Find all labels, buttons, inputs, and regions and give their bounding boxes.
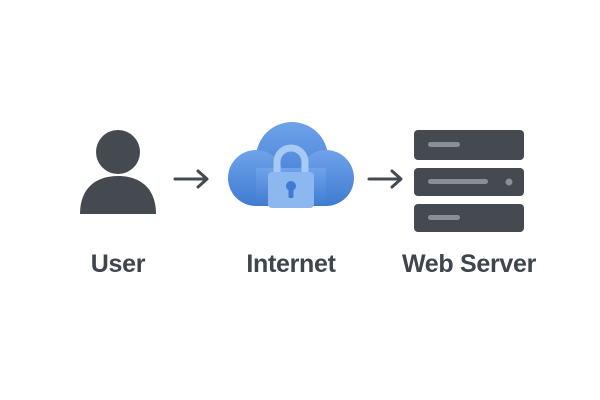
arrow-user-to-internet-icon [173,169,209,189]
server-rack-icon [414,130,524,232]
arrow-internet-to-server-icon [367,169,403,189]
cloud-lock-icon [228,122,354,208]
user-label: User [90,250,146,278]
web-server-label: Web Server [401,250,537,278]
user-icon [80,130,156,214]
internet-label: Internet [246,250,336,278]
